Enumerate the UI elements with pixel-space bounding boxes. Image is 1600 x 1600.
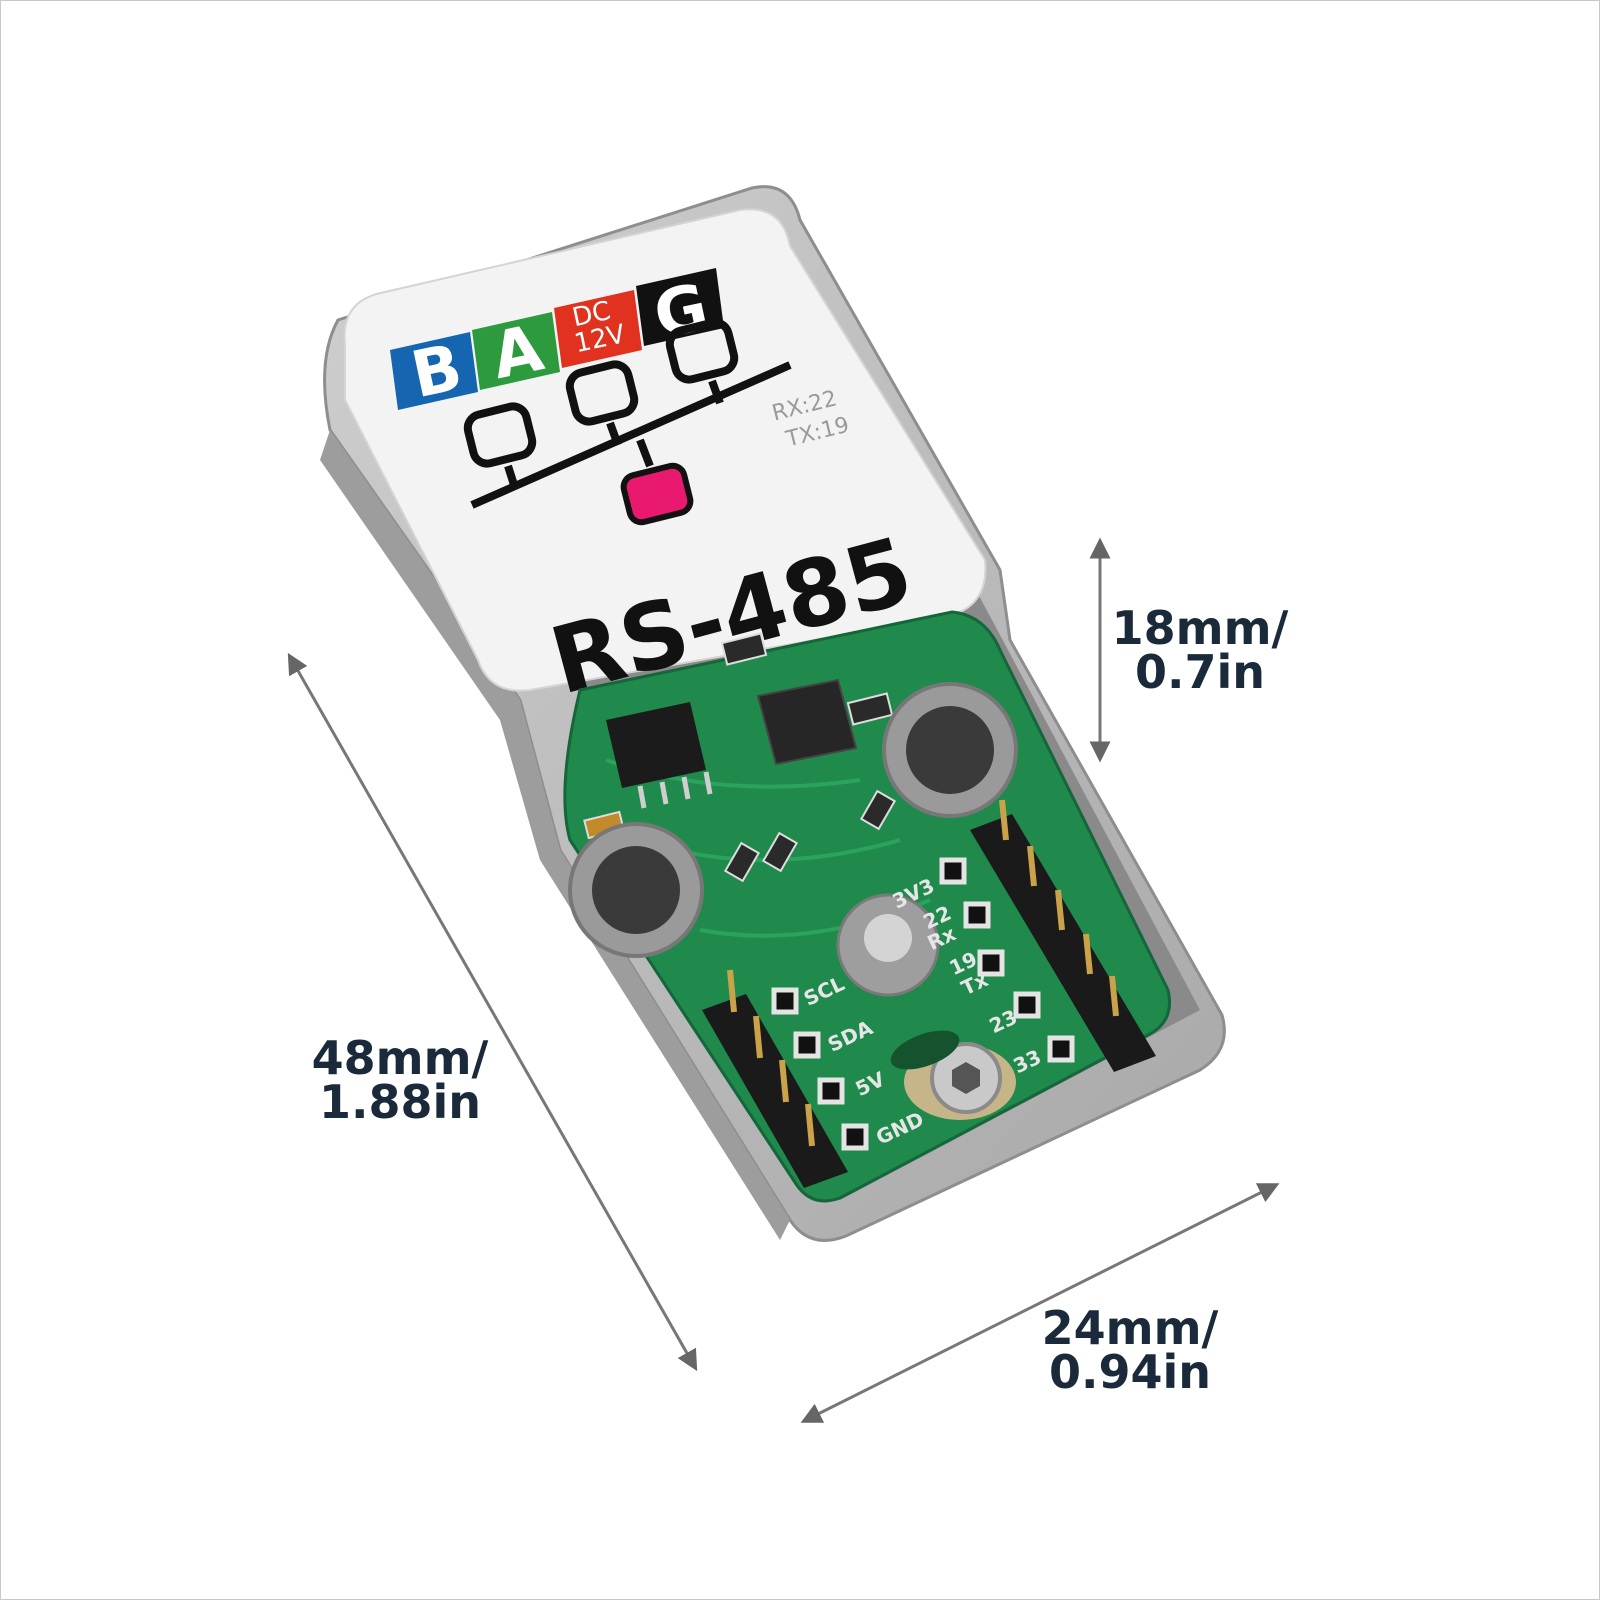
solder-pads	[771, 857, 1075, 1151]
length-dimension-label: 48mm/ 1.88in	[300, 1031, 500, 1129]
a-block: A	[472, 311, 560, 394]
mounting-hole-right	[882, 682, 1018, 818]
length-in: 1.88in	[318, 1075, 481, 1129]
length-dimension-arrow	[287, 652, 698, 1372]
dc-12v-block: DC 12V	[554, 290, 642, 368]
network-topology-icon	[463, 318, 792, 526]
inductor	[756, 678, 858, 766]
g-block: G	[636, 268, 724, 354]
height-mm: 18mm/	[1111, 601, 1289, 655]
width-in: 0.94in	[1048, 1345, 1211, 1399]
smd-components	[583, 632, 897, 883]
screw-slot	[890, 1030, 960, 1070]
width-mm: 24mm/	[1041, 1301, 1219, 1355]
pin-header-right	[970, 799, 1156, 1072]
length-mm: 48mm/	[311, 1031, 489, 1085]
height-dimension-label: 18mm/ 0.7in	[1110, 601, 1290, 699]
highlighted-node	[620, 462, 694, 526]
width-dimension-arrow	[800, 1183, 1280, 1423]
pin-header-left	[702, 969, 848, 1188]
b-block: B	[390, 331, 478, 413]
chip-ic	[606, 702, 713, 809]
width-dimension-label: 24mm/ 0.94in	[1030, 1301, 1230, 1399]
height-in: 0.7in	[1134, 645, 1265, 699]
mounting-hole-left	[568, 822, 704, 958]
center-standoff	[836, 893, 940, 997]
